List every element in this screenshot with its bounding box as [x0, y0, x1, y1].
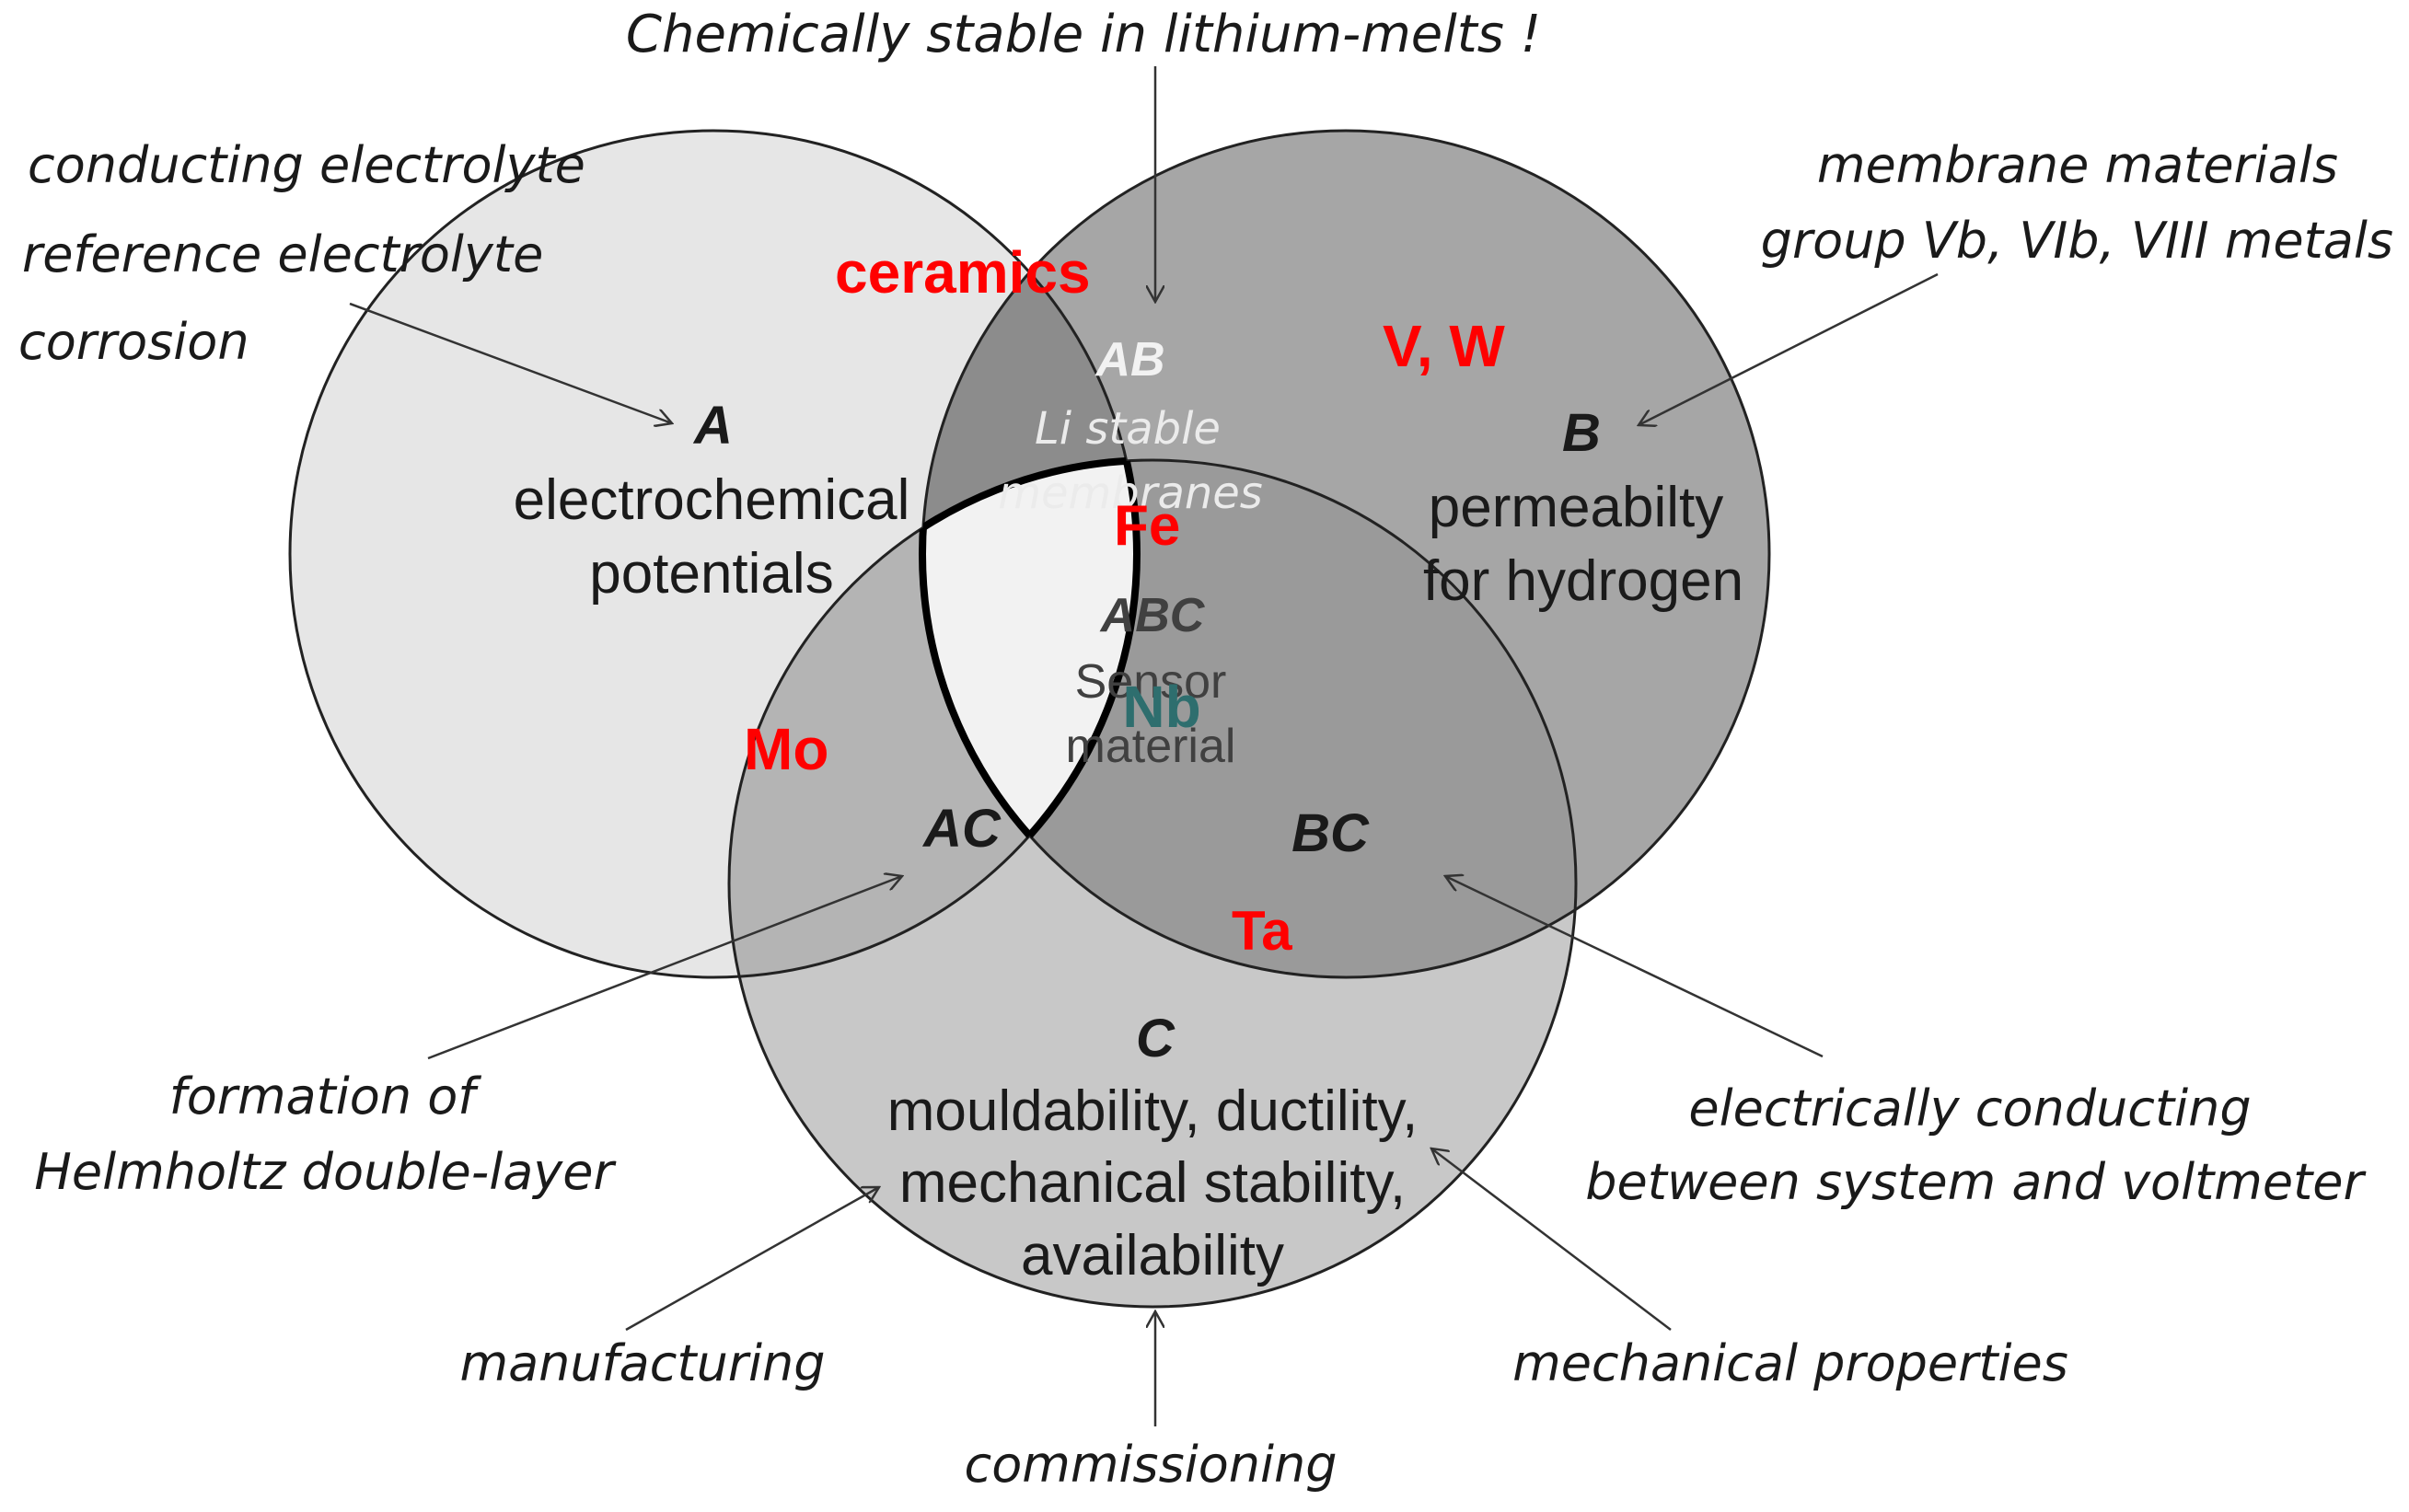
- ab-letter: AB: [1094, 333, 1164, 387]
- electrical-line2: between system and voltmeter: [1585, 1153, 2366, 1211]
- ab-line1: Li stable: [1035, 403, 1221, 455]
- set-a-line2: potentials: [589, 542, 833, 606]
- commissioning-note: commissioning: [965, 1436, 1338, 1494]
- abc-line1: Sensor: [1075, 655, 1227, 709]
- arrow-right-notes: [1639, 272, 1939, 425]
- left-note-3: corrosion: [18, 313, 249, 371]
- set-b-line1: permeabilty: [1429, 476, 1723, 539]
- set-c-line2: mechanical stability,: [899, 1151, 1406, 1215]
- arrow-manufacturing: [625, 1187, 879, 1332]
- material-nb: Nb: [1122, 674, 1200, 740]
- ac-letter: AC: [921, 799, 1002, 859]
- ab-line2: membranes: [998, 467, 1263, 519]
- material-fe: Fe: [1114, 494, 1180, 558]
- abc-outline: [919, 456, 1141, 977]
- material-vw: V, W: [1383, 313, 1505, 379]
- set-c-line3: availability: [1021, 1224, 1284, 1287]
- bc-letter: BC: [1291, 803, 1370, 863]
- abc-letter: ABC: [1099, 589, 1206, 642]
- material-mo: Mo: [744, 716, 828, 782]
- left-note-1: conducting electrolyte: [28, 136, 585, 194]
- right-note-1: membrane materials: [1817, 136, 2338, 194]
- material-ceramics: ceramics: [835, 239, 1091, 306]
- right-note-2: group Vb, VIb, VIII metals: [1761, 212, 2393, 270]
- arrow-mechanical-props: [1431, 1148, 1672, 1331]
- electrical-line1: electrically conducting: [1688, 1079, 2251, 1137]
- set-a-line1: electrochemical: [514, 468, 910, 532]
- set-c-line1: mouldability, ductility,: [887, 1079, 1419, 1143]
- set-a-letter: A: [692, 396, 733, 456]
- arrow-helmholtz: [427, 876, 902, 1060]
- helmholtz-line2: Helmholtz double-layer: [34, 1143, 616, 1201]
- left-note-2: reference electrolyte: [22, 225, 543, 283]
- top-note: Chemically stable in lithium-melts !: [626, 5, 1541, 64]
- set-b-line2: for hydrogen: [1423, 549, 1743, 613]
- set-c-letter: C: [1136, 1009, 1176, 1068]
- arrow-electrical: [1445, 876, 1824, 1058]
- set-b-letter: B: [1562, 403, 1601, 463]
- manufacturing-note: manufacturing: [459, 1334, 825, 1392]
- mechanical-props-note: mechanical properties: [1512, 1334, 2068, 1392]
- abc-line2: material: [1066, 720, 1236, 773]
- arrow-left-notes: [349, 302, 672, 423]
- helmholtz-line1: formation of: [169, 1068, 482, 1125]
- material-ta: Ta: [1232, 900, 1292, 962]
